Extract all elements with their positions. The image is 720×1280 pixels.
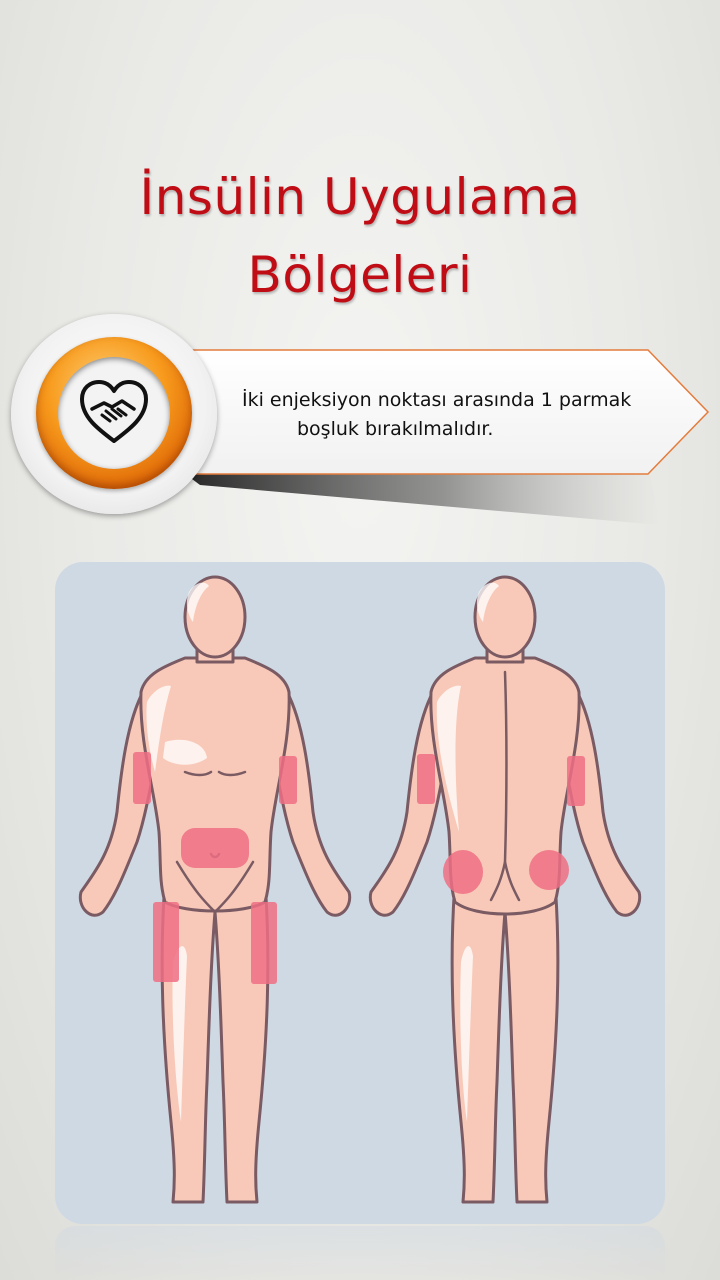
panel-reflection bbox=[55, 1226, 665, 1280]
title-line-2: Bölgeleri bbox=[247, 246, 473, 304]
front-right-arm-site bbox=[279, 756, 297, 804]
back-left-arm-site bbox=[417, 754, 435, 804]
handshake-heart-icon bbox=[80, 380, 148, 443]
title-line-1: İnsülin Uygulama bbox=[139, 168, 581, 226]
back-right-buttock-site bbox=[529, 850, 569, 890]
abdomen-site bbox=[181, 828, 249, 868]
front-left-arm-site bbox=[133, 752, 151, 804]
body-diagram-panel: .skin { fill: #f8c9b8; stroke: #7a5a63; … bbox=[55, 562, 665, 1224]
page-title: İnsülin Uygulama Bölgeleri bbox=[0, 158, 720, 314]
orange-ring bbox=[36, 337, 192, 489]
back-right-arm-site bbox=[567, 756, 585, 806]
front-left-thigh-site bbox=[153, 902, 179, 982]
callout-banner bbox=[0, 310, 720, 540]
back-body-figure bbox=[368, 575, 642, 1204]
note-line-1: İki enjeksiyon noktası arasında 1 parmak bbox=[242, 389, 632, 411]
front-right-thigh-site bbox=[251, 902, 277, 984]
injection-note: İki enjeksiyon noktası arasında 1 parmak… bbox=[242, 386, 662, 444]
front-body-figure bbox=[78, 575, 352, 1204]
note-line-2: boşluk bırakılmalıdır. bbox=[297, 418, 494, 440]
back-left-buttock-site bbox=[443, 850, 483, 894]
